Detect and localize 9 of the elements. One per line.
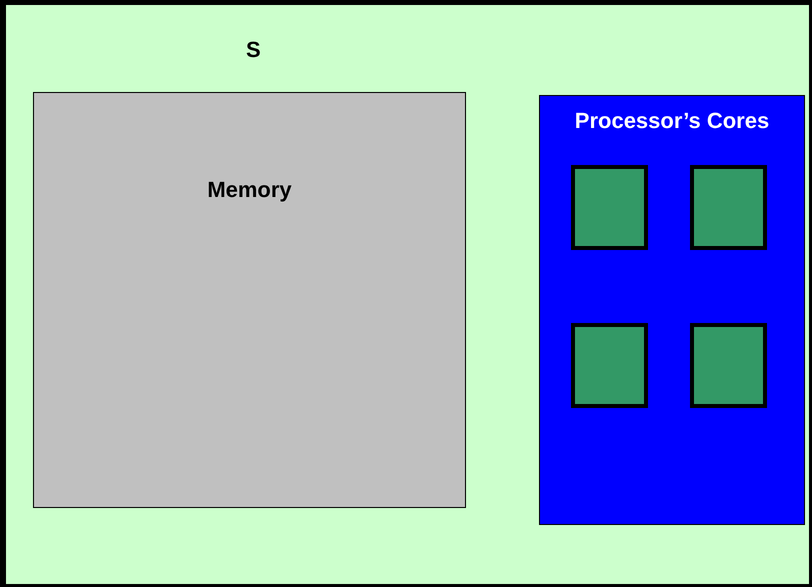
box-label: S	[246, 37, 261, 62]
box-label: Processor’s Cores	[574, 108, 770, 133]
core-box	[690, 165, 767, 250]
core-box	[571, 165, 648, 250]
core-box	[571, 323, 648, 408]
core-box	[690, 323, 767, 408]
memory-block	[33, 92, 466, 508]
box-label: Memory	[207, 177, 292, 202]
processor-panel	[539, 95, 805, 525]
